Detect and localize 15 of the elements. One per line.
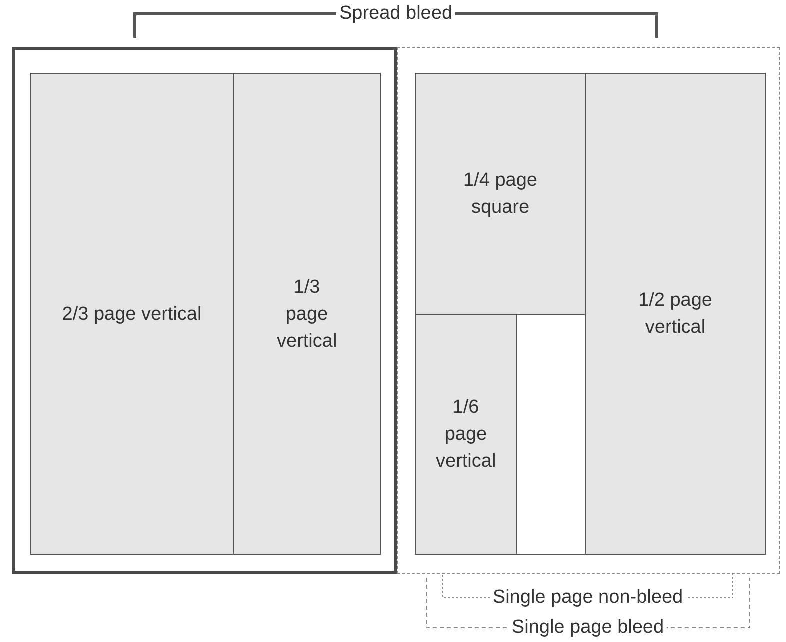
dimension-label: Single page non-bleed	[490, 587, 686, 609]
ad-box	[585, 73, 766, 555]
ad-box	[415, 73, 586, 315]
ad-box	[415, 314, 517, 555]
ad-size-label: 2/3 page vertical	[62, 302, 202, 326]
ad-size-label: 1/3 page vertical	[277, 276, 337, 354]
ad-size-label: 1/2 page vertical	[638, 289, 714, 340]
ad-box	[233, 73, 381, 555]
ad-box	[30, 73, 234, 555]
page-frame	[12, 47, 397, 574]
ad-size-label: 1/6 page vertical	[436, 396, 496, 474]
ad-size-label: 1/4 page square	[462, 169, 538, 220]
page-frame	[397, 47, 780, 574]
dimension-label: Single page bleed	[508, 617, 668, 639]
dimension-label: Spread bleed	[336, 3, 456, 25]
